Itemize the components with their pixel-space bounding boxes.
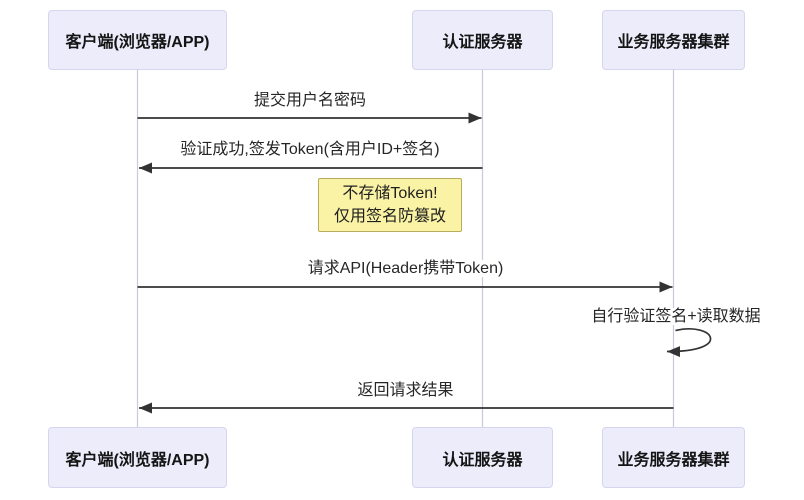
note-line-2: 仅用签名防篡改: [333, 208, 446, 225]
message-label-issue-token: 验证成功,签发Token(含用户ID+签名): [137, 139, 483, 161]
self-loop-arrow: [666, 328, 712, 358]
message-label-return-result: 返回请求结果: [137, 380, 674, 402]
message-text: 提交用户名密码: [248, 92, 371, 109]
message-label-submit-credentials: 提交用户名密码: [137, 90, 483, 112]
message-label-self-verify: 自行验证签名+读取数据: [559, 306, 793, 328]
participant-client-bottom: 客户端(浏览器/APP): [48, 427, 227, 488]
participant-client-top: 客户端(浏览器/APP): [48, 10, 227, 70]
message-text: 验证成功,签发Token(含用户ID+签名): [175, 141, 445, 158]
participant-business-top: 业务服务器集群: [602, 10, 745, 70]
note-token-storage: 不存储Token! 仅用签名防篡改: [318, 178, 462, 232]
message-text: 返回请求结果: [352, 382, 459, 399]
message-label-request-api: 请求API(Header携带Token): [137, 258, 674, 280]
message-text: 请求API(Header携带Token): [302, 260, 509, 277]
participant-auth-top: 认证服务器: [412, 10, 553, 70]
message-text: 自行验证签名+读取数据: [586, 308, 766, 325]
participant-business-bottom: 业务服务器集群: [602, 427, 745, 488]
note-line-1: 不存储Token!: [342, 185, 438, 202]
participant-auth-bottom: 认证服务器: [412, 427, 553, 488]
